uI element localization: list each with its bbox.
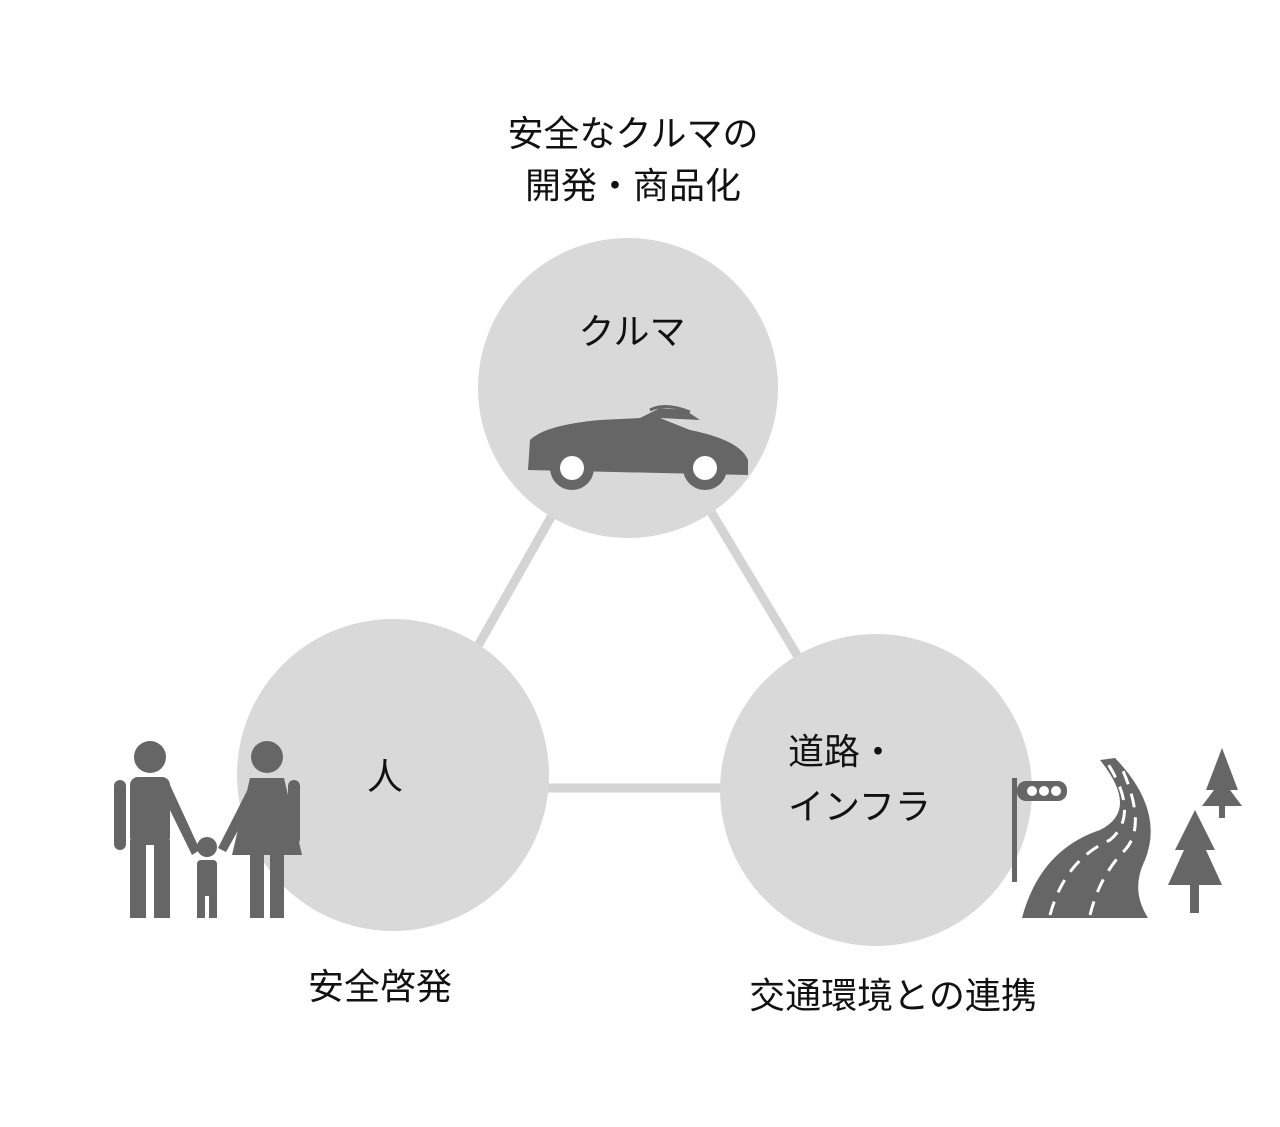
- people-caption: 安全啓発: [307, 967, 453, 1008]
- road-circle-label-line1: 道路・: [788, 732, 897, 773]
- family-icon: [114, 741, 302, 918]
- connector-top-left: [466, 507, 559, 663]
- road-icon: [1022, 758, 1151, 918]
- connectors: [466, 507, 804, 793]
- car-icon: [528, 405, 748, 490]
- car-caption-line2: 開発・商品化: [524, 166, 742, 207]
- circle-car: [478, 238, 778, 538]
- car-circle-label: クルマ: [578, 312, 686, 353]
- car-caption-line1: 安全なクルマの: [507, 114, 759, 155]
- road-circle-label-line2: インフラ: [788, 787, 931, 828]
- traffic-light-icon: [1012, 778, 1067, 882]
- circle-road: [720, 634, 1032, 946]
- circle-people: [237, 619, 549, 931]
- people-circle-label: 人: [366, 757, 404, 798]
- connector-top-right: [706, 507, 804, 663]
- road-caption: 交通環境との連携: [749, 976, 1037, 1017]
- tree-icon: [1168, 748, 1242, 913]
